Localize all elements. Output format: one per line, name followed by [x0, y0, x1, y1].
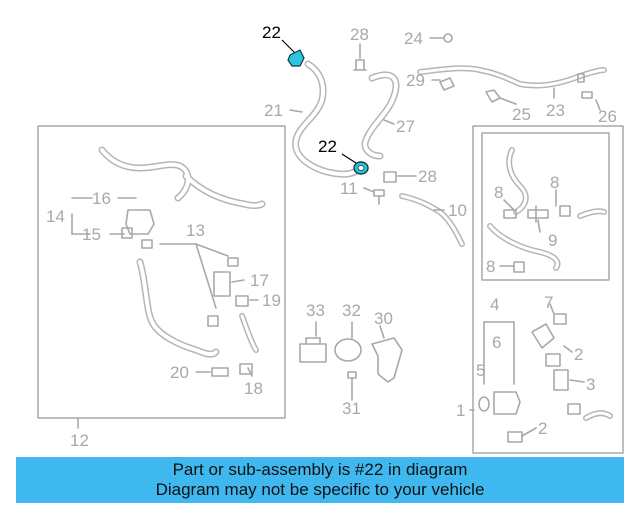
callout-9: 9	[548, 231, 557, 250]
fitting-28b	[383, 171, 397, 183]
coolant-pipe-upper	[98, 146, 266, 209]
clamp-22-lower-icon[interactable]	[341, 153, 369, 175]
callout-27: 27	[396, 117, 415, 136]
fitting-28-top	[353, 59, 367, 71]
callout-11: 11	[340, 179, 358, 198]
hose-21	[292, 60, 364, 178]
callout-18: 18	[244, 379, 263, 398]
callout-3: 3	[586, 375, 595, 394]
callout-29: 29	[406, 71, 425, 90]
callout-31: 31	[342, 399, 361, 418]
banner-line-1: Part or sub-assembly is #22 in diagram	[172, 460, 468, 479]
elbow-fitting	[531, 323, 555, 349]
part-30-outlet	[371, 337, 403, 383]
callout-21: 21	[264, 101, 283, 120]
callout-33: 33	[306, 301, 325, 320]
thermostat-housing	[125, 209, 155, 235]
callout-2-lower: 2	[538, 419, 547, 438]
callout-15: 15	[82, 225, 101, 244]
callout-25: 25	[512, 105, 531, 124]
callout-20: 20	[170, 363, 189, 382]
o-ring-32	[334, 338, 362, 362]
callout-28-top: 28	[350, 25, 369, 44]
right-inner-box	[481, 132, 610, 281]
callout-22-upper: 22	[262, 23, 281, 42]
left-group-box	[37, 125, 286, 419]
callout-1: 1	[456, 401, 465, 420]
info-banner: Part or sub-assembly is #22 in diagram D…	[16, 457, 624, 503]
right-group-box	[472, 125, 624, 454]
callout-22-lower: 22	[318, 137, 337, 156]
callout-6: 6	[492, 333, 501, 352]
callout-28-mid: 28	[418, 167, 437, 186]
bolt-11	[373, 189, 385, 205]
callout-8-lower: 8	[486, 257, 495, 276]
callout-30: 30	[374, 309, 393, 328]
callout-24: 24	[404, 29, 423, 48]
callout-12: 12	[70, 431, 89, 450]
callout-23: 23	[546, 101, 565, 120]
part-33-flange	[299, 337, 327, 363]
coolant-hose-lower	[136, 258, 220, 358]
callout-8-upper-right: 8	[550, 173, 559, 192]
clamp-22-upper-icon[interactable]	[281, 39, 305, 67]
housing-lower-right	[493, 391, 521, 415]
callout-14: 14	[46, 207, 65, 226]
callout-16: 16	[92, 189, 111, 208]
callout-26: 26	[598, 107, 617, 126]
callout-4: 4	[490, 295, 499, 314]
callout-2-upper: 2	[574, 345, 583, 364]
callout-5: 5	[476, 361, 485, 380]
callout-7: 7	[544, 293, 553, 312]
callout-8-upper-left: 8	[494, 183, 503, 202]
callout-17: 17	[250, 271, 269, 290]
banner-line-2: Diagram may not be specific to your vehi…	[155, 480, 485, 499]
bolt-31	[347, 371, 357, 393]
callout-32: 32	[342, 301, 361, 320]
callout-13: 13	[186, 221, 205, 240]
callout-19: 19	[262, 291, 281, 310]
callout-10: 10	[448, 201, 467, 220]
